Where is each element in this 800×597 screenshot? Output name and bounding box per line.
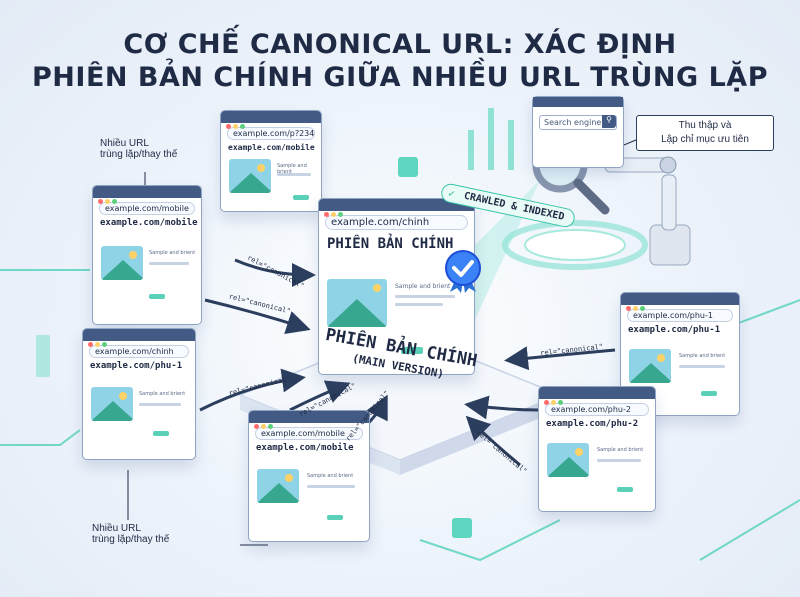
text-line	[597, 459, 641, 462]
snippet-text: Sample and brient	[395, 283, 451, 290]
page-heading: PHIÊN BẢN CHÍNH	[327, 236, 454, 252]
page-window-phu2-right: example.com/phu-2 example.com/phu-2 Samp…	[538, 386, 656, 512]
window-controls-icon	[254, 414, 275, 433]
url-bar: example.com/mobile	[255, 427, 363, 440]
cta-button	[701, 391, 717, 396]
window-controls-icon	[88, 332, 109, 351]
title-line-2: PHIÊN BẢN CHÍNH GIỮA NHIỀU URL TRÙNG LẶP	[32, 62, 768, 93]
circuit-line	[699, 499, 800, 561]
text-line	[679, 365, 725, 368]
decor-bar	[508, 120, 514, 170]
image-placeholder-icon	[101, 246, 143, 280]
text-line	[149, 262, 189, 265]
image-placeholder-icon	[257, 469, 299, 503]
window-controls-icon	[626, 296, 647, 315]
text-line	[277, 173, 311, 176]
search-engine-window: Search engine ⚲	[532, 96, 624, 168]
circuit-line	[419, 519, 561, 562]
snippet-text: Sample and brient	[679, 353, 726, 359]
verified-badge-icon	[445, 250, 481, 293]
circuit-line	[0, 429, 81, 446]
glow-ring-inner	[524, 229, 626, 261]
text-line	[139, 403, 181, 406]
url-bar: example.com/phu-2	[545, 403, 649, 416]
search-input: Search engine ⚲	[539, 115, 617, 130]
canonical-arrow	[234, 258, 316, 287]
check-icon: ✓	[446, 186, 457, 201]
url-bar: example.com/phu-1	[627, 309, 733, 322]
decor-cube	[398, 157, 418, 177]
search-icon: ⚲	[602, 115, 616, 128]
canonical-arrow	[204, 298, 311, 334]
url-bar: example.com/mobile	[99, 202, 195, 215]
page-window-p234: example.com/p?234 example.com/mobile Sam…	[220, 110, 322, 212]
snippet-text: Sample and brient	[597, 447, 644, 453]
label-line-2: trùng lặp/thay thế	[100, 149, 178, 160]
text-line	[395, 303, 443, 306]
label-line-1: Nhiều URL	[100, 138, 149, 149]
page-heading: example.com/mobile	[256, 443, 354, 453]
page-heading: example.com/mobile	[100, 218, 198, 228]
image-placeholder-icon	[327, 279, 387, 327]
page-heading: example.com/mobile	[228, 143, 315, 152]
decor-cube	[452, 518, 472, 538]
snippet-text: Sample and brient	[149, 250, 196, 256]
robot-joint	[659, 156, 677, 174]
image-placeholder-icon	[629, 349, 671, 383]
robot-arm-segment	[661, 174, 677, 231]
canonical-arrow	[199, 368, 306, 412]
main-page-window: example.com/chinh PHIÊN BẢN CHÍNH Sample…	[318, 198, 475, 375]
image-placeholder-icon	[229, 159, 271, 193]
canonical-arrow	[464, 395, 541, 420]
callout-line-2: Lập chỉ mục ưu tiên	[661, 134, 749, 145]
cta-button	[153, 431, 169, 436]
text-line	[395, 295, 455, 298]
decor-bar	[468, 130, 474, 170]
page-window-mobile-left: example.com/mobile example.com/mobile Sa…	[92, 185, 202, 325]
duplicate-url-label-bottom: Nhiều URL trùng lặp/thay thế	[92, 523, 169, 545]
page-heading: example.com/phu-2	[546, 419, 639, 429]
cta-button	[149, 294, 165, 299]
window-title-bar	[533, 97, 623, 107]
search-placeholder: Search engine	[544, 118, 602, 127]
cta-button	[617, 487, 633, 492]
magnifier-handle	[573, 178, 610, 215]
label-line-1: Nhiều URL	[92, 523, 141, 534]
glow-ring	[502, 220, 648, 270]
title-line-1: CƠ CHẾ CANONICAL URL: XÁC ĐỊNH	[123, 29, 677, 60]
crawl-callout: Thu thập và Lập chỉ mục ưu tiên	[636, 115, 774, 151]
cta-button	[327, 515, 343, 520]
snippet-text: Sample and brient	[307, 473, 354, 479]
decor-bar	[488, 108, 494, 170]
page-heading: example.com/phu-1	[90, 361, 183, 371]
window-controls-icon	[324, 202, 345, 221]
text-line	[307, 485, 355, 488]
snippet-text: Sample and brient	[139, 391, 186, 397]
window-controls-icon	[544, 390, 565, 409]
window-controls-icon	[226, 114, 247, 133]
duplicate-url-label-top: Nhiều URL trùng lặp/thay thế	[100, 138, 177, 160]
image-placeholder-icon	[91, 387, 133, 421]
canonical-arrow	[465, 415, 521, 467]
url-bar: example.com/p?234	[227, 127, 315, 140]
robot-arm-base	[649, 224, 691, 266]
canonical-arrow	[504, 346, 616, 371]
url-bar: example.com/chinh	[325, 215, 468, 230]
page-window-mobile-bottom: example.com/mobile example.com/mobile Sa…	[248, 410, 370, 542]
image-placeholder-icon	[547, 443, 589, 477]
callout-line-1: Thu thập và	[678, 120, 732, 131]
page-window-chinh-left: example.com/chinh example.com/phu-1 Samp…	[82, 328, 196, 460]
canonical-arrow	[289, 380, 351, 412]
cta-button	[401, 347, 423, 354]
snippet-text: Sample and brient	[277, 163, 307, 175]
window-controls-icon	[98, 189, 119, 208]
page-heading: example.com/phu-1	[628, 325, 721, 335]
decor-bar	[36, 335, 50, 377]
cta-button	[293, 195, 309, 200]
label-line-2: trùng lặp/thay thế	[92, 534, 170, 545]
url-bar: example.com/chinh	[89, 345, 189, 358]
